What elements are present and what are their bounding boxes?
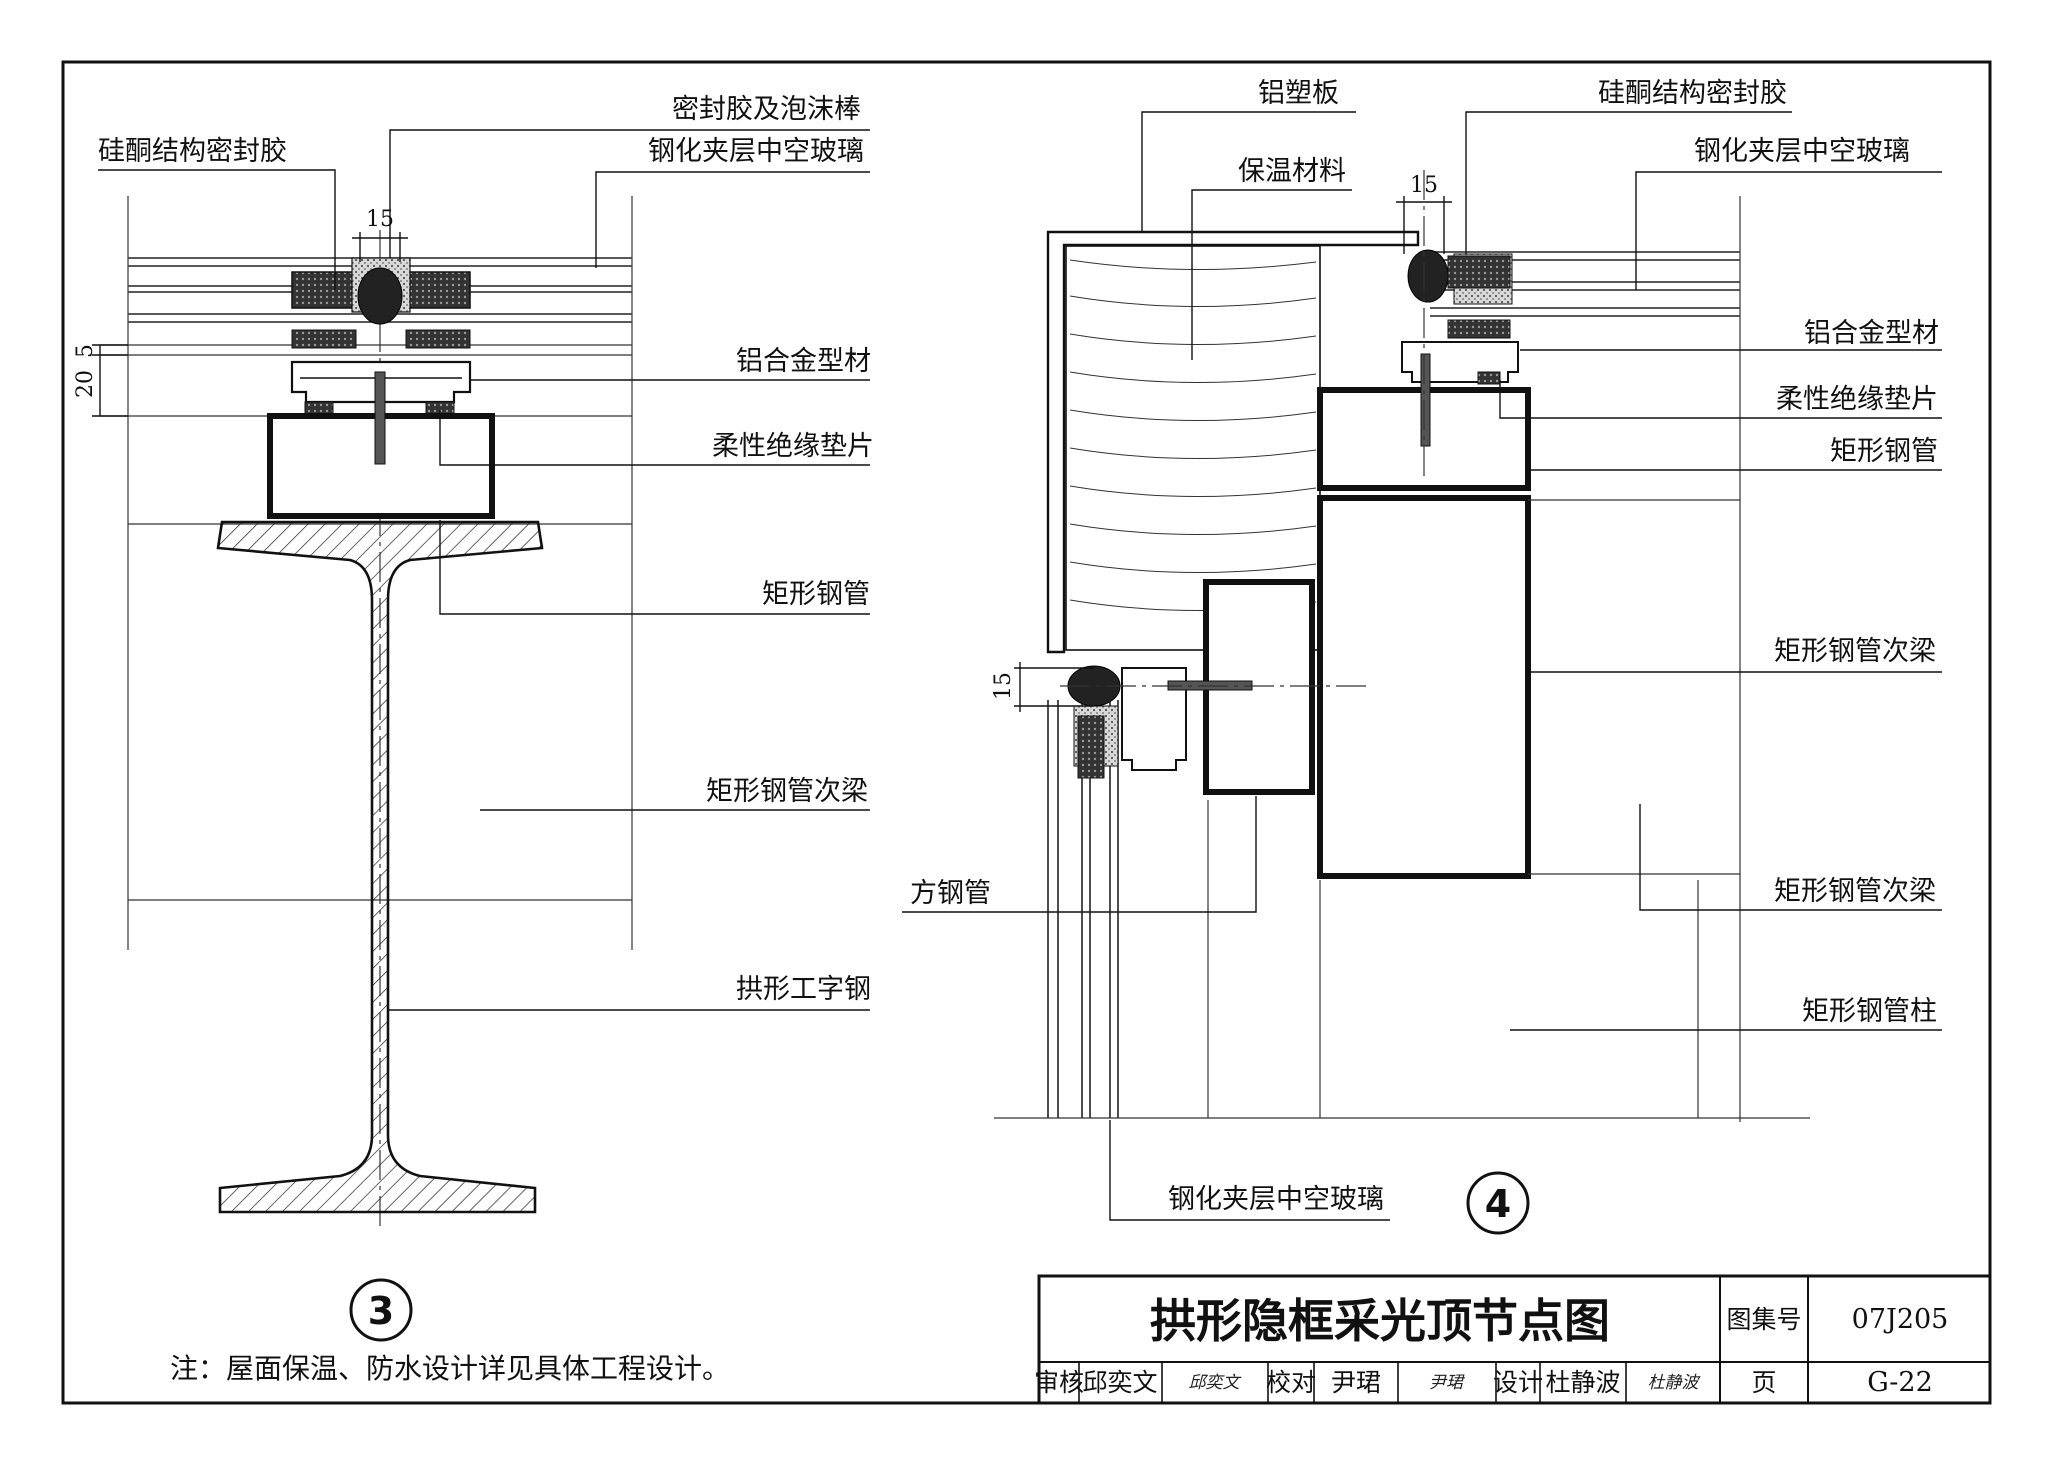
label-arch-i-beam: 拱形工字钢 bbox=[736, 974, 871, 1005]
dim-15-top-label-4: 15 bbox=[1410, 173, 1438, 198]
page-label: 页 bbox=[1751, 1368, 1776, 1397]
atlas-number-label: 图集号 bbox=[1726, 1305, 1801, 1334]
label-aluminum-profile-3: 铝合金型材 bbox=[736, 346, 871, 377]
dim-5-label-3: 5 bbox=[73, 344, 98, 358]
detail-marker-3-label: 3 bbox=[368, 1289, 394, 1333]
checker-name: 尹珺 bbox=[1331, 1368, 1381, 1397]
foam-rod-3 bbox=[357, 267, 403, 325]
label-aluminum-plastic-panel: 铝塑板 bbox=[1258, 78, 1339, 109]
structural-sealant-left-3 bbox=[291, 329, 357, 349]
label-rect-tube-3: 矩形钢管 bbox=[762, 579, 870, 610]
dim-15-top-4 bbox=[1396, 196, 1452, 254]
designer-signature: 杜静波 bbox=[1648, 1373, 1702, 1393]
detail-marker-4-label: 4 bbox=[1485, 1182, 1511, 1226]
page-number: G-22 bbox=[1867, 1367, 1933, 1398]
label-insulation-pad-4: 柔性绝缘垫片 bbox=[1776, 384, 1938, 415]
note-text: 注：屋面保温、防水设计详见具体工程设计。 bbox=[170, 1352, 730, 1385]
dim-15-3 bbox=[352, 232, 408, 262]
detail-4: 15 15 铝塑板 硅酮结构密封胶 保温材料 钢化夹层中空玻璃 铝合金型 bbox=[902, 78, 1942, 1235]
spacer-right-3 bbox=[405, 271, 471, 309]
aluminum-profile-4 bbox=[1401, 341, 1519, 383]
structural-sealant-right-3 bbox=[405, 329, 471, 349]
aluminum-plastic-panel bbox=[1046, 230, 1420, 654]
spacer-left-4 bbox=[1077, 715, 1105, 779]
glass-panel-3 bbox=[128, 257, 632, 323]
label-glass-3: 钢化夹层中空玻璃 bbox=[648, 136, 864, 167]
aluminum-profile-left-4 bbox=[1121, 667, 1187, 771]
label-silicone-sealant-4: 硅酮结构密封胶 bbox=[1598, 78, 1787, 109]
checker-signature: 尹珺 bbox=[1429, 1373, 1466, 1393]
screw-3 bbox=[374, 371, 386, 465]
label-secondary-beam-4b: 矩形钢管次梁 bbox=[1774, 876, 1936, 907]
detail-marker-3 bbox=[349, 1278, 413, 1342]
label-insulation-pad-3: 柔性绝缘垫片 bbox=[712, 431, 874, 462]
insulation-pad-left-3 bbox=[304, 401, 334, 415]
foam-rod-top-4 bbox=[1407, 249, 1449, 303]
label-insulation-material: 保温材料 bbox=[1238, 156, 1346, 187]
dim-20-label-3: 20 bbox=[73, 370, 98, 398]
arch-i-beam bbox=[216, 520, 544, 1214]
leaders-3 bbox=[98, 129, 870, 1011]
reviewer-signature: 邱奕文 bbox=[1189, 1373, 1243, 1393]
label-secondary-beam-4a: 矩形钢管次梁 bbox=[1774, 636, 1936, 667]
leaders-4 bbox=[902, 111, 1942, 1221]
label-rect-tube-4: 矩形钢管 bbox=[1830, 436, 1938, 467]
dim-15-left-label-4: 15 bbox=[991, 672, 1016, 700]
reviewer-name: 邱奕文 bbox=[1082, 1368, 1157, 1397]
label-aluminum-profile-4: 铝合金型材 bbox=[1804, 318, 1939, 349]
dim-15-left-4 bbox=[1014, 662, 1094, 712]
insulation-pad-4 bbox=[1477, 371, 1501, 385]
title-block bbox=[1037, 1274, 1992, 1405]
detail-marker-4 bbox=[1466, 1171, 1530, 1235]
secondary-beam-4 bbox=[1317, 495, 1531, 879]
spacer-top-4 bbox=[1447, 255, 1511, 289]
screw-top-4 bbox=[1420, 353, 1431, 447]
label-sealant-foam-rod: 密封胶及泡沫棒 bbox=[672, 94, 861, 125]
label-glass-bottom-4: 钢化夹层中空玻璃 bbox=[1168, 1184, 1384, 1215]
sheet-border bbox=[61, 60, 1992, 1405]
label-secondary-beam-3: 矩形钢管次梁 bbox=[706, 776, 868, 807]
design-label: 设计 bbox=[1493, 1368, 1543, 1397]
detail-3: 15 5 20 密封胶及泡沫棒 硅酮结构密封胶 钢化夹层中空玻璃 铝合金型材 柔… bbox=[73, 94, 874, 1342]
review-label: 审核 bbox=[1034, 1368, 1084, 1397]
spacer-left-3 bbox=[291, 271, 357, 309]
label-glass-top-4: 钢化夹层中空玻璃 bbox=[1694, 136, 1910, 167]
designer-name: 杜静波 bbox=[1545, 1368, 1620, 1397]
label-silicone-sealant-3: 硅酮结构密封胶 bbox=[98, 136, 287, 167]
structural-sealant-top-4 bbox=[1447, 319, 1511, 339]
label-rect-column-4: 矩形钢管柱 bbox=[1802, 996, 1937, 1027]
label-square-tube-4: 方钢管 bbox=[910, 878, 991, 909]
check-label: 校对 bbox=[1266, 1368, 1316, 1397]
drawing-title: 拱形隐框采光顶节点图 bbox=[1150, 1294, 1610, 1348]
construction-lines-3 bbox=[100, 196, 633, 1230]
dim-vertical-3 bbox=[92, 344, 128, 417]
atlas-number-value: 07J205 bbox=[1852, 1304, 1949, 1335]
